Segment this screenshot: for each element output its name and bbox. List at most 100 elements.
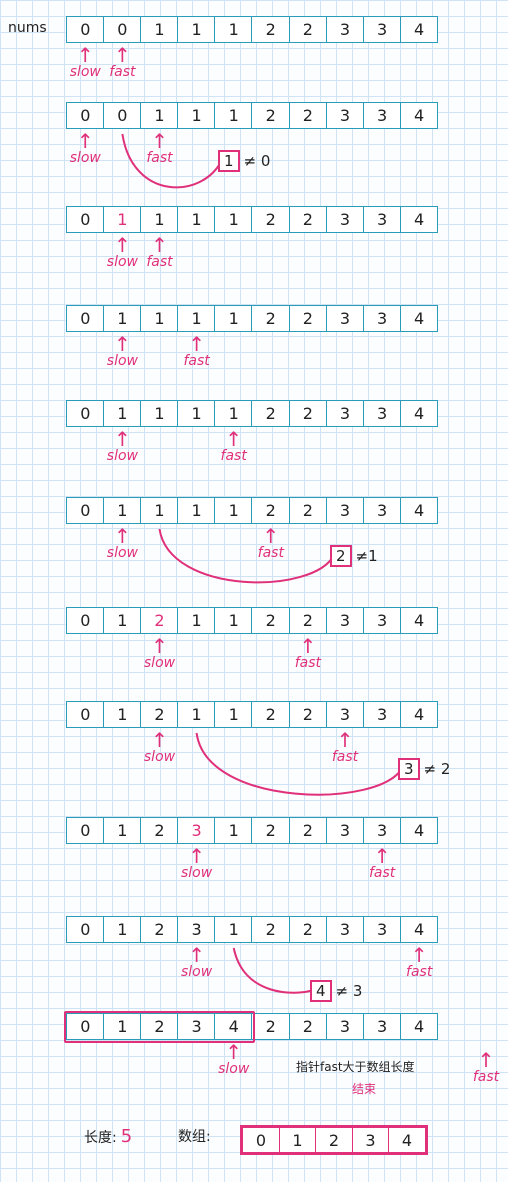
- up-arrow-icon: ↑: [299, 634, 317, 658]
- array-cell: 3: [362, 607, 402, 634]
- slow-pointer: ↑slow: [92, 334, 152, 369]
- array-cell: 2: [288, 607, 328, 634]
- slow-label: slow: [69, 150, 101, 166]
- slow-label: slow: [69, 64, 101, 80]
- array-cell: 3: [325, 916, 365, 943]
- fast-label: fast: [220, 448, 247, 464]
- result-cell: 1: [278, 1127, 317, 1153]
- up-arrow-icon: ↑: [151, 129, 168, 153]
- array-cell: 3: [362, 916, 402, 943]
- array-cell: 4: [399, 102, 439, 129]
- result-highlight: [64, 1011, 255, 1043]
- up-arrow-icon: ↑: [188, 943, 205, 967]
- array-cell: 4: [399, 607, 439, 634]
- up-arrow-icon: ↑: [114, 427, 131, 451]
- slow-label: slow: [106, 353, 138, 369]
- result-cell: 2: [315, 1127, 353, 1153]
- compare-note: 2≠1: [330, 545, 378, 567]
- array-cell: 1: [140, 497, 179, 524]
- up-arrow-icon: ↑: [188, 844, 205, 868]
- compare-value: 4: [310, 980, 332, 1002]
- array-cell: 1: [214, 206, 253, 233]
- up-arrow-icon: ↑: [151, 634, 168, 658]
- array-cell: 1: [177, 701, 216, 728]
- array-cell: 1: [103, 206, 142, 233]
- array-cell: 0: [66, 305, 105, 332]
- array-cell: 2: [251, 400, 291, 427]
- slow-pointer: ↑slow: [204, 1042, 264, 1077]
- fast-label: fast: [406, 964, 433, 980]
- end-note-line2: 结束: [352, 1082, 377, 1096]
- array-cell: 2: [251, 102, 291, 129]
- array-cell: 2: [140, 1013, 179, 1040]
- slow-label: slow: [106, 448, 138, 464]
- array-cell: 2: [288, 305, 328, 332]
- compare-value: 2: [330, 545, 352, 567]
- array-cell: 4: [399, 497, 439, 524]
- array-cell: 1: [103, 497, 142, 524]
- array-cell: 4: [399, 916, 439, 943]
- array-cell: 1: [140, 206, 179, 233]
- up-arrow-icon: ↑: [114, 524, 131, 548]
- fast-label: fast: [331, 749, 359, 765]
- array-cell: 3: [325, 701, 365, 728]
- fast-pointer: ↑fast: [92, 45, 152, 80]
- slow-pointer: ↑slow: [55, 129, 115, 166]
- array-cell: 0: [66, 206, 105, 233]
- array-cell: 1: [214, 817, 253, 844]
- array-cell: 0: [66, 400, 105, 427]
- array-cell: 2: [288, 16, 328, 43]
- end-note-line1: 指针fast大于数组长度: [296, 1060, 415, 1074]
- fast-label: fast: [146, 150, 173, 166]
- array-cell: 2: [288, 701, 328, 728]
- array-cell: 0: [66, 102, 105, 129]
- result-length: 长度:5: [84, 1126, 132, 1147]
- fast-label: fast: [368, 865, 396, 881]
- array-cell: 2: [288, 400, 328, 427]
- result-cell: 4: [388, 1127, 426, 1153]
- fast-label: fast: [109, 64, 136, 80]
- fast-pointer: ↑fast: [315, 730, 375, 765]
- array-cell: 0: [66, 497, 105, 524]
- fast-pointer: ↑fast: [241, 524, 301, 561]
- array-cell: 1: [214, 400, 253, 427]
- array-cell: 2: [251, 206, 291, 233]
- array-cell: 1: [177, 607, 216, 634]
- slow-pointer: ↑slow: [130, 730, 190, 765]
- fast-pointer: ↑fast: [204, 429, 264, 464]
- slow-label: slow: [143, 749, 176, 765]
- array-cell: 2: [140, 701, 179, 728]
- compare-note: 3≠ 2: [398, 758, 450, 780]
- array-cell: 2: [288, 497, 328, 524]
- array-cell: 0: [66, 916, 105, 943]
- array-cell: 3: [362, 701, 402, 728]
- array-cell: 2: [251, 607, 291, 634]
- array-cell: 0: [103, 16, 142, 43]
- slow-label: slow: [143, 655, 176, 671]
- array-cell: 2: [140, 607, 179, 634]
- array-cell: 1: [214, 16, 253, 43]
- up-arrow-icon: ↑: [262, 524, 280, 548]
- up-arrow-icon: ↑: [76, 129, 94, 153]
- array-cell: 1: [140, 102, 179, 129]
- up-arrow-icon: ↑: [188, 332, 205, 356]
- result-length-label: 长度:: [84, 1130, 117, 1146]
- array-cell: 3: [325, 400, 365, 427]
- array-cell: 2: [251, 701, 291, 728]
- slow-label: slow: [180, 865, 213, 881]
- slow-label: slow: [218, 1061, 250, 1077]
- array-cell: 1: [177, 206, 216, 233]
- copy-arrow: [195, 732, 403, 796]
- fast-pointer: ↑fast: [352, 846, 412, 881]
